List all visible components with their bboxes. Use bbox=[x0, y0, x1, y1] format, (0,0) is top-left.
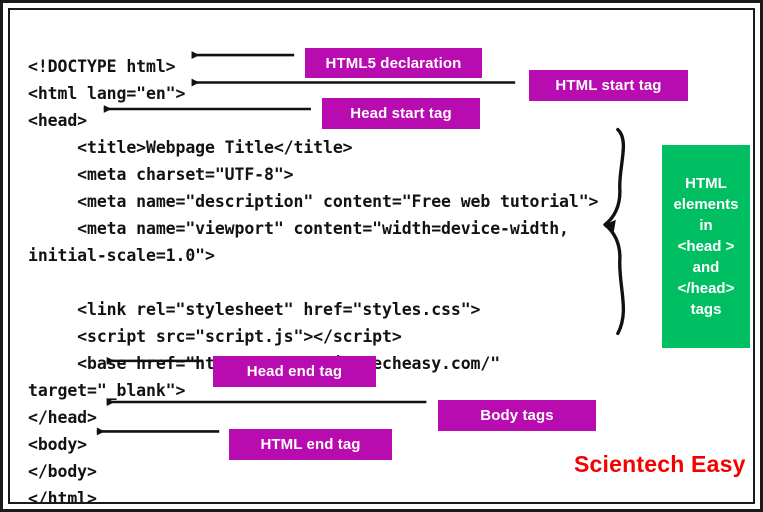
code-line-html-close: </html> bbox=[28, 488, 97, 504]
diagram-inner-border: <!DOCTYPE html> <html lang="en"> <head> <t… bbox=[8, 8, 755, 504]
code-line-title: <title>Webpage Title</title> bbox=[28, 137, 353, 157]
label-head-end-tag[interactable]: Head end tag bbox=[213, 356, 376, 387]
green-box-line-2: elements bbox=[673, 196, 739, 213]
code-line-meta-description: <meta name="description" content="Free w… bbox=[28, 191, 599, 211]
green-box-line-3: in bbox=[699, 217, 713, 234]
code-line-script: <script src="script.js"></script> bbox=[28, 326, 402, 346]
code-line-link: <link rel="stylesheet" href="styles.css"… bbox=[28, 299, 481, 319]
code-line-html-open: <html lang="en"> bbox=[28, 83, 186, 103]
code-line-head-open: <head> bbox=[28, 110, 88, 130]
green-box-line-6: </head> bbox=[677, 280, 735, 297]
html-code-listing: <!DOCTYPE html> <html lang="en"> <head> <t… bbox=[28, 53, 648, 504]
code-line-meta-viewport: <meta name="viewport" content="width=dev… bbox=[28, 218, 579, 265]
code-lines: <!DOCTYPE html> <html lang="en"> <head> <t… bbox=[28, 53, 648, 504]
code-line-doctype: <!DOCTYPE html> bbox=[28, 56, 176, 76]
green-head-elements-box[interactable]: HTML elements in <head > and </head> tag… bbox=[662, 145, 750, 348]
code-line-head-close: </head> bbox=[28, 407, 97, 427]
green-box-line-7: tags bbox=[690, 301, 722, 318]
code-line-body-open: <body> bbox=[28, 434, 88, 454]
green-box-line-1: HTML bbox=[685, 175, 727, 192]
label-html5-declaration[interactable]: HTML5 declaration bbox=[305, 48, 482, 78]
green-box-line-4: <head > bbox=[677, 238, 735, 255]
brand-logo-text: Scientech Easy bbox=[574, 451, 746, 477]
code-line-body-close: </body> bbox=[28, 461, 97, 481]
code-line-meta-charset: <meta charset="UTF-8"> bbox=[28, 164, 294, 184]
label-body-tags[interactable]: Body tags bbox=[438, 400, 596, 431]
label-html-start-tag[interactable]: HTML start tag bbox=[529, 70, 688, 101]
code-line-blank bbox=[28, 269, 648, 296]
label-head-start-tag[interactable]: Head start tag bbox=[322, 98, 480, 129]
label-html-end-tag[interactable]: HTML end tag bbox=[229, 429, 392, 460]
green-box-line-5: and bbox=[692, 259, 720, 276]
